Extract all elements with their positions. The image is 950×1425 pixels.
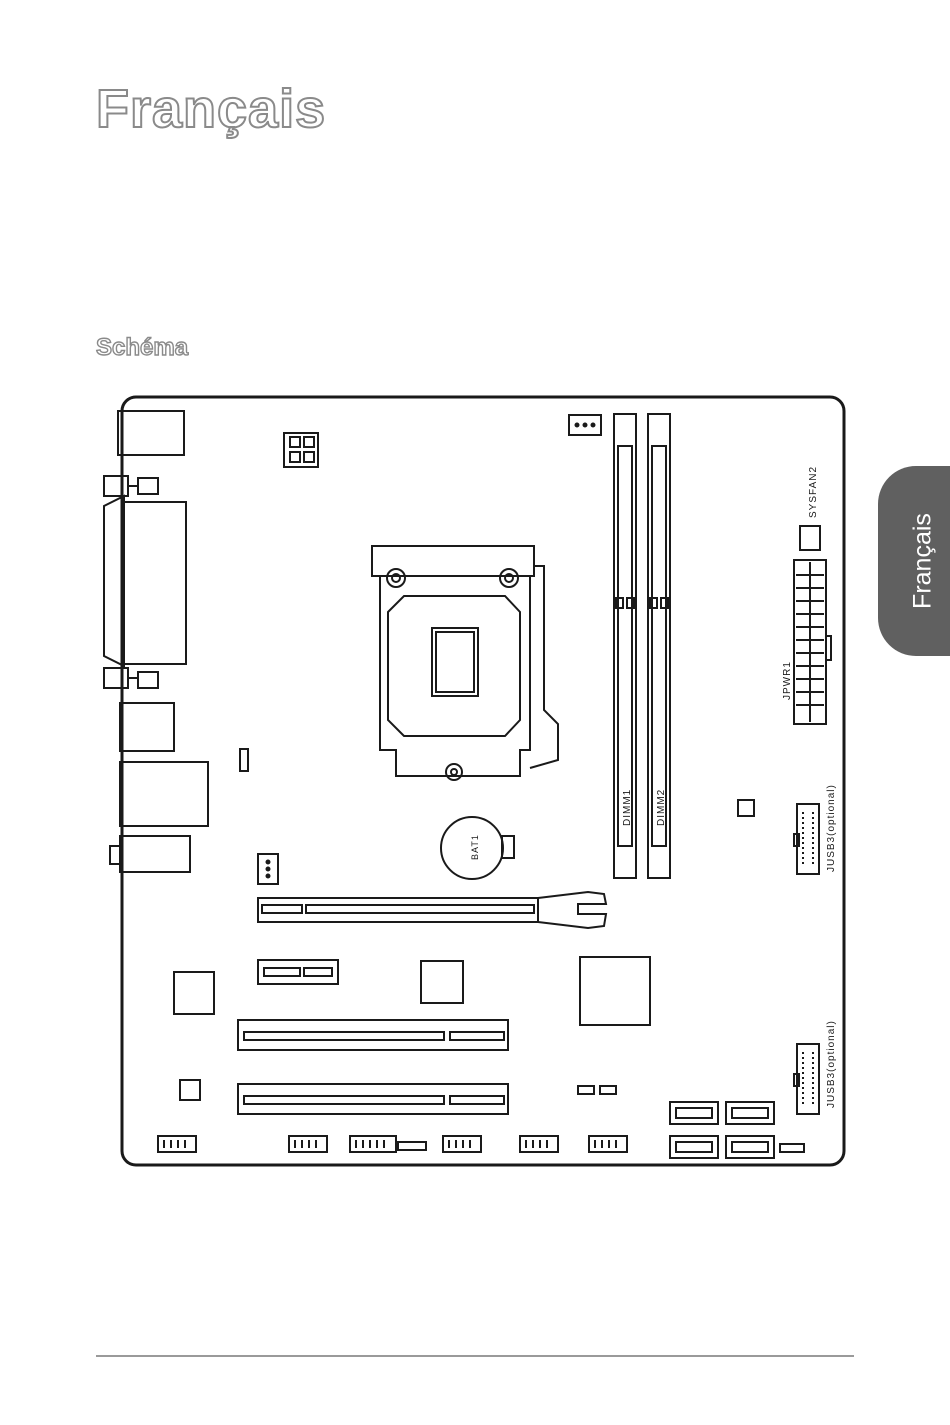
jpwr1-connector xyxy=(794,560,831,724)
bottom-jumper xyxy=(780,1144,804,1152)
ps2-port xyxy=(118,411,184,455)
cpu-power-connector xyxy=(284,433,318,467)
jusb3-bottom-label: JUSB3(optional) xyxy=(826,1020,837,1108)
dimm2-label: DIMM2 xyxy=(656,789,667,826)
usb-lan-port xyxy=(120,762,208,826)
system-fan-connector xyxy=(258,854,278,884)
jumper-left xyxy=(578,1086,594,1094)
jusb3-top-label: JUSB3(optional) xyxy=(826,784,837,872)
pci-slot-1 xyxy=(238,1020,508,1050)
pcie-x1-slot xyxy=(258,960,338,984)
bat1-label: BAT1 xyxy=(470,834,480,860)
parallel-port xyxy=(104,476,186,688)
small-chip-bottom xyxy=(180,1080,200,1100)
cpu-fan-connector xyxy=(569,415,601,435)
sysfan2-connector xyxy=(800,526,820,550)
bottom-header-4 xyxy=(443,1136,481,1152)
sata-port-3 xyxy=(670,1136,718,1158)
jumper xyxy=(240,749,248,771)
pcie-x16-slot xyxy=(258,892,606,928)
vga-port xyxy=(120,703,174,751)
audio-chip xyxy=(421,961,463,1003)
bottom-header-3-ext xyxy=(398,1142,426,1150)
sysfan2-label: SYSFAN2 xyxy=(808,466,819,518)
pch-chipset xyxy=(580,957,650,1025)
bottom-header-3 xyxy=(350,1136,396,1152)
super-io-chip xyxy=(174,972,214,1014)
cpu-socket xyxy=(372,546,558,780)
bottom-header-6 xyxy=(589,1136,627,1152)
jpwr1-label: JPWR1 xyxy=(782,661,793,700)
bottom-header-5 xyxy=(520,1136,558,1152)
bottom-header-2 xyxy=(289,1136,327,1152)
jumper-right xyxy=(600,1086,616,1094)
pci-slot-2 xyxy=(238,1084,508,1114)
jusb3-header-top xyxy=(794,804,819,874)
sata-port-2 xyxy=(726,1102,774,1124)
dimm1-label: DIMM1 xyxy=(622,789,633,826)
jusb3-header-bottom xyxy=(794,1044,819,1114)
small-chip xyxy=(738,800,754,816)
sata-port-1 xyxy=(670,1102,718,1124)
bottom-header-1 xyxy=(158,1136,196,1152)
footer-rule xyxy=(96,1355,854,1357)
sata-port-4 xyxy=(726,1136,774,1158)
